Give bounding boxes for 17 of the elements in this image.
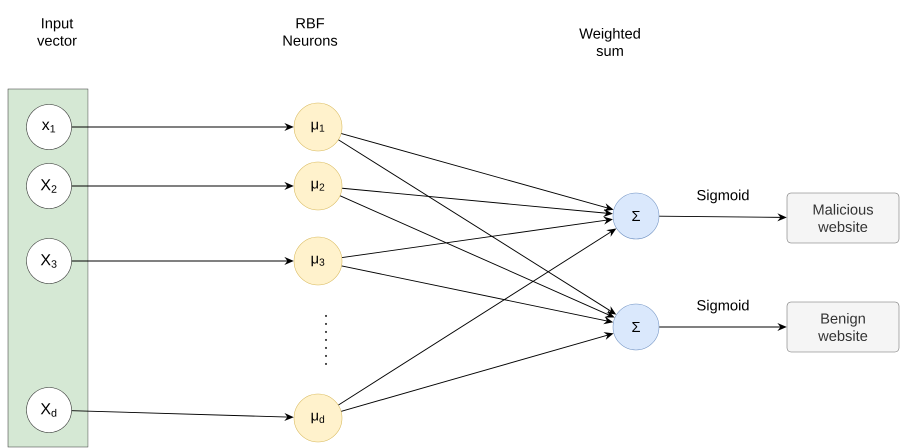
summation-node: Σ (612, 304, 660, 350)
summation-node: Σ (612, 192, 660, 240)
column-heading: Weighted sum (579, 28, 640, 56)
rbf-neuron: μ$_{1}$ (294, 102, 342, 152)
node-label: Input vector (37, 18, 77, 46)
input-node: X$_{3}$ (26, 238, 72, 284)
rbf-neuron: μ$_{d}$ (294, 394, 342, 442)
input-node: X$_{2}$ (26, 163, 72, 209)
input-node: X$_{d}$ (26, 387, 72, 433)
rbf-neuron: μ$_{2}$ (294, 162, 342, 210)
input-node: x$_{1}$ (26, 104, 72, 150)
column-heading: RBF Neurons (284, 18, 338, 46)
output-box: Benign website (786, 302, 900, 352)
edge-label: Sigmoid (695, 298, 751, 315)
rbf-neuron: μ$_{3}$ (294, 236, 342, 286)
edge-label: Sigmoid (695, 188, 751, 205)
output-box: Malicious website (786, 192, 900, 244)
